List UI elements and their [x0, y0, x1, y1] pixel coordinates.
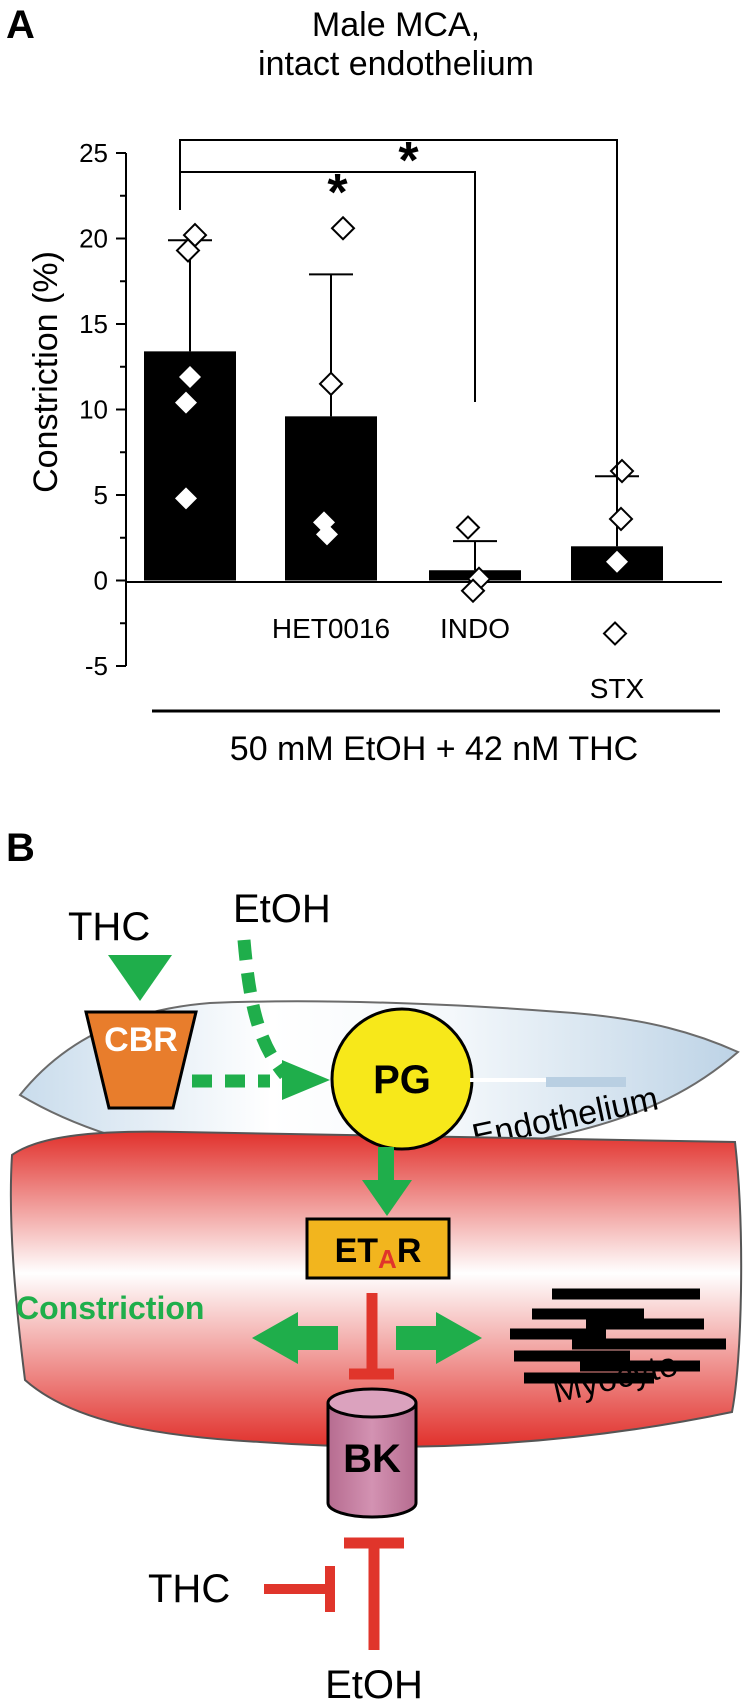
y-tick-label: 25 — [79, 138, 108, 168]
constriction-label: Constriction — [16, 1290, 204, 1326]
y-tick-label: 5 — [94, 480, 108, 510]
etoh-bottom-label: EtOH — [325, 1663, 423, 1707]
etoh-arrowhead — [282, 1060, 330, 1100]
data-point-open — [330, 215, 356, 241]
cbr-receptor — [84, 1010, 198, 1110]
data-points — [175, 215, 635, 646]
etar-label-sub: A — [378, 1244, 397, 1274]
data-point-filled — [175, 487, 197, 510]
pg-label: PG — [373, 1058, 431, 1102]
data-point-filled — [606, 550, 628, 573]
significance-star: * — [398, 132, 419, 190]
error-bars — [168, 239, 639, 571]
etar-label: ETAR — [335, 1232, 422, 1274]
category-label: STX — [590, 673, 645, 704]
data-point-open — [455, 515, 481, 540]
etar-receptor — [305, 1217, 451, 1280]
significance-brackets: ** — [179, 132, 618, 483]
thc-top-label: THC — [68, 905, 150, 949]
y-tick-label: 20 — [79, 224, 108, 254]
panel-a-letter: A — [6, 3, 35, 47]
bk-channel-body — [326, 1403, 418, 1519]
thc-to-cbr-arrow — [108, 955, 172, 1001]
panel-a: A Male MCA, intact endothelium 25 20 15 10 5… — [6, 3, 722, 768]
data-point-open — [318, 371, 344, 397]
bk-channel-top — [326, 1387, 418, 1419]
constriction-arrow-right — [396, 1312, 482, 1364]
etoh-dotted-path — [237, 939, 291, 1080]
category-label: HET0016 — [272, 613, 390, 644]
bk-label: BK — [343, 1437, 401, 1481]
etoh-top-label: EtOH — [233, 887, 331, 931]
data-point-filled — [316, 523, 338, 546]
myofilaments — [510, 1288, 726, 1384]
data-point-open — [609, 458, 635, 484]
significance-bracket — [179, 171, 476, 402]
panel-b-letter: B — [6, 826, 35, 870]
etar-label-end: R — [397, 1232, 422, 1270]
treatment-label: 50 mM EtOH + 42 nM THC — [230, 730, 638, 768]
category-labels: HET0016 INDO STX — [272, 613, 645, 704]
thc-bottom-label: THC — [148, 1567, 230, 1611]
y-ticks: 25 20 15 10 5 0 -5 — [79, 138, 126, 681]
data-point-open — [175, 238, 201, 263]
data-point-open — [602, 621, 628, 646]
panel-b: B Endothelium Myocyte THC EtOH CBR PG ET… — [6, 826, 743, 1707]
myocyte-cell — [9, 1130, 743, 1448]
y-axis: 25 20 15 10 5 0 -5 Constriction (%) — [27, 138, 127, 681]
y-tick-label: 15 — [79, 309, 108, 339]
etar-label-main: ET — [335, 1232, 379, 1270]
chart-title-line2: intact endothelium — [258, 45, 534, 83]
y-tick-label: 0 — [94, 566, 108, 596]
y-tick-label: -5 — [85, 651, 108, 681]
y-axis-label: Constriction (%) — [27, 251, 65, 493]
bar — [144, 351, 236, 581]
bar — [285, 416, 377, 581]
category-label: INDO — [440, 613, 510, 644]
significance-bracket — [179, 139, 618, 483]
pg-to-etar-head — [362, 1180, 412, 1216]
data-point-filled — [175, 391, 197, 414]
pg-to-etar-shaft — [378, 1147, 394, 1185]
data-point-filled — [179, 366, 201, 389]
data-point-open — [608, 506, 634, 532]
data-point-open — [460, 578, 486, 604]
constriction-arrow-left — [252, 1312, 338, 1364]
y-tick-label: 10 — [79, 395, 108, 425]
chart-title-line1: Male MCA, — [312, 6, 480, 44]
bars — [144, 351, 663, 581]
significance-star: * — [327, 164, 348, 222]
cbr-label: CBR — [104, 1021, 178, 1059]
